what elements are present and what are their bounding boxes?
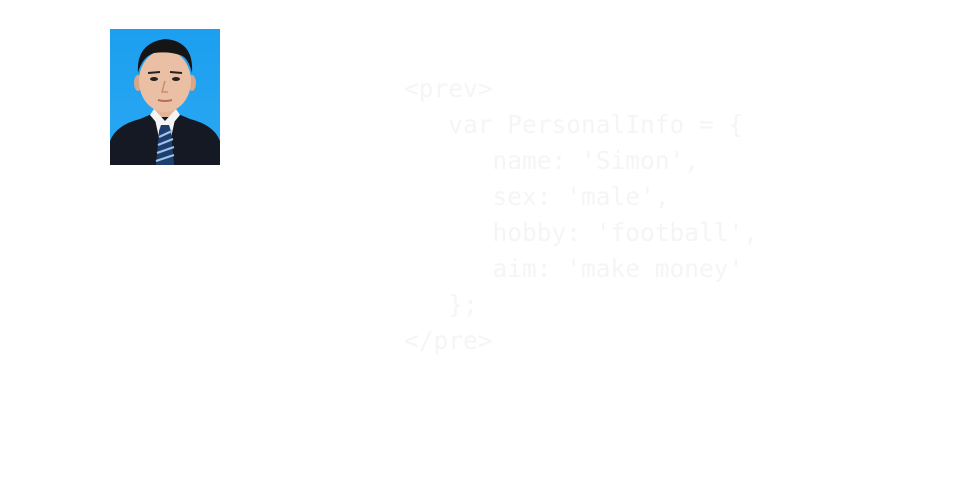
code-line: </pre> [404,326,493,355]
code-line: aim: 'make money' [404,254,744,283]
code-line: name: 'Simon', [404,146,700,175]
profile-photo [110,29,220,165]
code-line: <prev> [404,74,493,103]
code-line: var PersonalInfo = { [404,110,744,139]
code-line: }; [404,290,478,319]
portrait-icon [110,29,220,165]
code-line: sex: 'male', [404,182,670,211]
code-line: hobby: 'football', [404,218,759,247]
code-block: <prev> var PersonalInfo = { name: 'Simon… [404,71,758,359]
